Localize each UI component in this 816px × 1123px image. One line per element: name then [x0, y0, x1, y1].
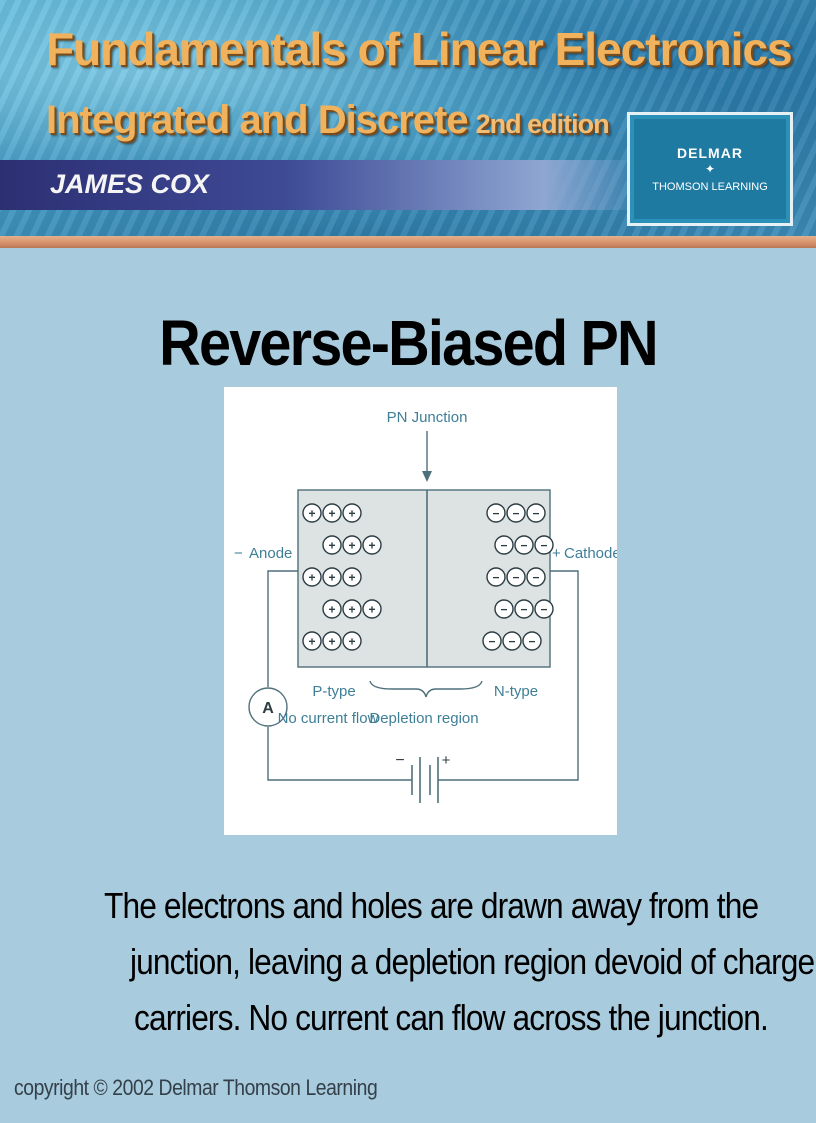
caption-line-2: junction, leaving a depletion region dev… [130, 941, 815, 982]
hole-icon [302, 567, 322, 587]
hole-sign: + [368, 603, 375, 617]
n-type-label: N-type [494, 683, 538, 700]
publisher-logo: DELMAR ✦ THOMSON LEARNING [627, 112, 793, 226]
hole-sign: + [328, 635, 335, 649]
hole-sign: + [348, 635, 355, 649]
electron-sign: − [508, 635, 515, 649]
electron-sign: − [500, 603, 507, 617]
hole-icon [342, 567, 362, 587]
pn-junction-diagram: PN Junction +++++++++++++++ −−−−−−−−−−−−… [224, 387, 617, 835]
cathode-sign: + [552, 545, 561, 562]
cathode-wire [438, 570, 579, 781]
electron-icon [522, 631, 542, 651]
electron-icon [526, 567, 546, 587]
return-wire-left [267, 727, 412, 781]
hole-icon [342, 503, 362, 523]
battery-minus: − [395, 752, 404, 769]
electron-sign: − [492, 507, 499, 521]
electron-icon [494, 535, 514, 555]
author-name: JAMES COX [50, 169, 210, 199]
electron-sign: − [540, 539, 547, 553]
electron-sign: − [532, 571, 539, 585]
book-title: Fundamentals of Linear Electronics [46, 23, 793, 75]
hole-sign: + [348, 507, 355, 521]
electron-sign: − [520, 539, 527, 553]
hole-icon [362, 535, 382, 555]
holes-group: + + + + + + + + + + + + + + + [302, 503, 382, 651]
publisher-name: DELMAR [677, 145, 743, 161]
pn-junction-figure: PN Junction +++++++++++++++ −−−−−−−−−−−−… [234, 409, 617, 803]
book-edition: 2nd edition [475, 109, 610, 139]
hole-icon [322, 535, 342, 555]
electron-sign: − [492, 571, 499, 585]
depletion-brace [369, 680, 483, 698]
anode-wire [267, 570, 298, 687]
hole-sign: + [348, 539, 355, 553]
electron-icon [486, 567, 506, 587]
book-subtitle-text: Integrated and Discrete [46, 98, 469, 142]
electron-icon [534, 599, 554, 619]
hole-sign: + [348, 571, 355, 585]
cathode-label: Cathode [564, 545, 617, 562]
electron-sign: − [532, 507, 539, 521]
electron-icon [526, 503, 546, 523]
anode-sign: − [234, 545, 243, 562]
pn-junction-label: PN Junction [387, 409, 468, 426]
p-type-label: P-type [312, 683, 355, 700]
hole-icon [362, 599, 382, 619]
electron-sign: − [540, 603, 547, 617]
hole-icon [322, 567, 342, 587]
hole-sign: + [368, 539, 375, 553]
electrons-group: −−−−−−−−−−−−−−− [482, 503, 554, 651]
ammeter-icon [248, 687, 288, 727]
electron-icon [482, 631, 502, 651]
electron-sign: − [520, 603, 527, 617]
hole-icon [322, 503, 342, 523]
hole-icon [322, 599, 342, 619]
author-bar [0, 160, 640, 210]
banner-divider [0, 236, 816, 248]
electron-icon [534, 535, 554, 555]
pn-junction-arrowhead [422, 471, 432, 482]
hole-icon [342, 599, 362, 619]
star-icon: ✦ [704, 162, 716, 176]
depletion-label: Depletion region [369, 710, 478, 727]
electron-icon [486, 503, 506, 523]
electron-sign: − [488, 635, 495, 649]
electron-icon [514, 599, 534, 619]
caption-line-1: The electrons and holes are drawn away f… [104, 885, 759, 926]
hole-sign: + [308, 571, 315, 585]
header-banner: Fundamentals of Linear Electronics Integ… [0, 0, 816, 240]
electron-icon [506, 503, 526, 523]
hole-sign: + [308, 635, 315, 649]
anode-label: Anode [249, 545, 292, 562]
slide-caption: The electrons and holes are drawn away f… [104, 878, 815, 1046]
hole-icon [302, 503, 322, 523]
battery-plus: + [442, 752, 451, 769]
hole-icon [302, 631, 322, 651]
copyright-notice: copyright © 2002 Delmar Thomson Learning [14, 1075, 378, 1100]
hole-icon [342, 631, 362, 651]
hole-sign: + [328, 603, 335, 617]
hole-icon [342, 535, 362, 555]
hole-sign: + [328, 507, 335, 521]
electron-icon [514, 535, 534, 555]
ammeter-label: A [262, 700, 274, 717]
hole-sign: + [308, 507, 315, 521]
publisher-imprint: THOMSON LEARNING [652, 181, 768, 193]
electron-icon [502, 631, 522, 651]
hole-icon [322, 631, 342, 651]
caption-line-3: carriers. No current can flow across the… [134, 997, 769, 1038]
no-current-label: No current flow [278, 710, 379, 727]
hole-sign: + [328, 571, 335, 585]
electron-sign: − [512, 507, 519, 521]
electron-sign: − [528, 635, 535, 649]
hole-sign: + [348, 603, 355, 617]
electron-sign: − [500, 539, 507, 553]
electron-icon [506, 567, 526, 587]
electron-sign: − [512, 571, 519, 585]
hole-sign: + [328, 539, 335, 553]
electron-icon [494, 599, 514, 619]
